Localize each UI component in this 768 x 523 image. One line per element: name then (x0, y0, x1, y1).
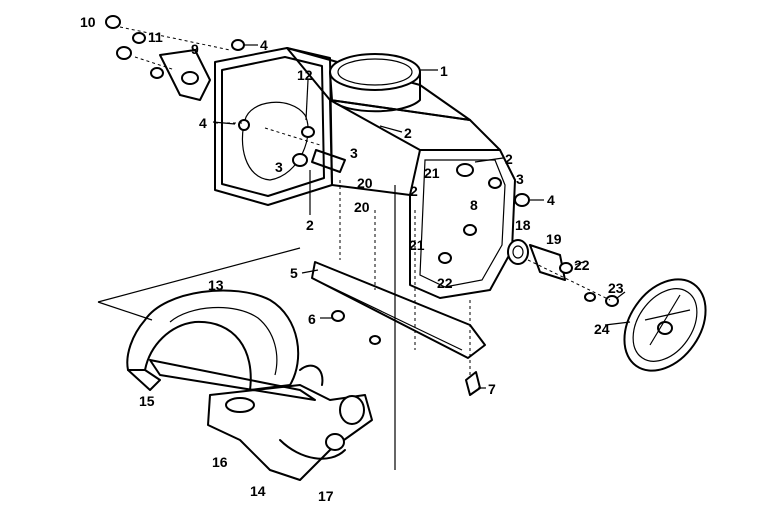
shaft-assembly (507, 239, 619, 307)
callout-6: 6 (308, 311, 316, 327)
callout-18: 18 (515, 217, 531, 233)
callout-17: 17 (318, 488, 334, 504)
callout-8: 8 (470, 197, 478, 213)
callout-16: 16 (212, 454, 228, 470)
callout-12: 12 (297, 67, 313, 83)
callout-11: 11 (148, 29, 163, 45)
callout-5: 5 (290, 265, 298, 281)
callout-22: 22 (574, 257, 590, 273)
callout-4: 4 (547, 192, 555, 208)
callout-20: 20 (357, 175, 373, 191)
gearbox-housing (214, 47, 516, 299)
auger-housing (126, 289, 316, 401)
callout-15: 15 (139, 393, 155, 409)
callout-14: 14 (250, 483, 266, 499)
callout-3: 3 (516, 171, 524, 187)
assembly-lines (97, 26, 611, 470)
callout-labels: 1 2 2 2 2 3 3 3 4 4 4 5 6 7 8 9 10 11 12… (80, 14, 624, 504)
callout-21: 21 (409, 237, 425, 253)
callout-2: 2 (410, 183, 418, 199)
hardware-items (105, 15, 530, 396)
leader-lines (212, 44, 631, 389)
callout-20: 20 (354, 199, 370, 215)
callout-3: 3 (350, 145, 358, 161)
callout-13: 13 (208, 277, 224, 293)
callout-4: 4 (199, 115, 207, 131)
callout-2: 2 (404, 125, 412, 141)
callout-7: 7 (488, 381, 496, 397)
callout-9: 9 (191, 41, 199, 57)
bracket-frame (207, 364, 373, 481)
callout-10: 10 (80, 14, 96, 30)
callout-23: 23 (608, 280, 624, 296)
callout-2: 2 (505, 151, 513, 167)
callout-3: 3 (275, 159, 283, 175)
callout-24: 24 (594, 321, 610, 337)
base-plate (311, 261, 486, 359)
pulley (623, 278, 707, 372)
callout-2: 2 (306, 217, 314, 233)
callout-1: 1 (440, 63, 448, 79)
callout-4: 4 (260, 37, 268, 53)
callout-19: 19 (546, 231, 562, 247)
callout-22: 22 (437, 275, 453, 291)
callout-21: 21 (424, 165, 440, 181)
